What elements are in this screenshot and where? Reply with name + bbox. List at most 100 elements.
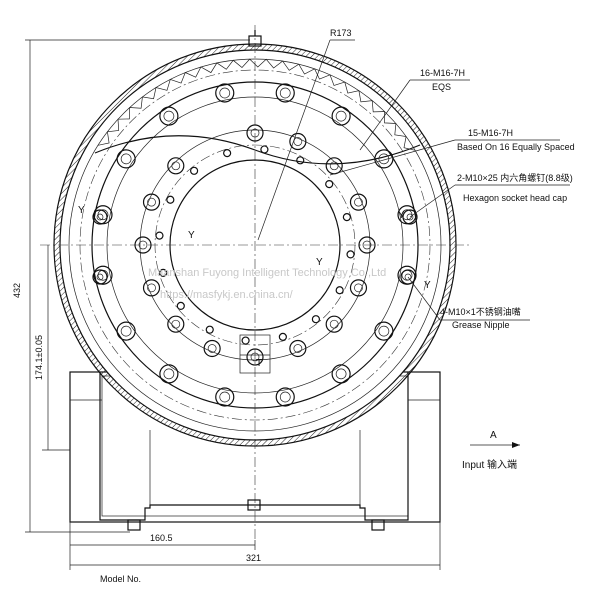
inner-bolt-hole-inner <box>329 161 339 171</box>
y-mark-center: Y <box>188 230 195 241</box>
outer-bolt-hole-inner <box>335 368 347 380</box>
small-hole <box>346 250 355 259</box>
leader-lines <box>257 39 570 321</box>
small-hole <box>260 145 269 154</box>
inner-bolt-hole-inner <box>354 197 363 207</box>
small-hole <box>205 325 214 334</box>
small-hole <box>166 195 175 204</box>
small-hole <box>241 336 250 345</box>
inner-bolt-hole <box>142 193 161 211</box>
outer-bolt-hole <box>116 321 136 341</box>
label-16-holes: 16-M16-7H <box>420 68 465 78</box>
label-screw: 2-M10×25 内六角螺钉(8.8级) <box>457 172 573 183</box>
inner-bolt-hole-inner <box>329 319 339 329</box>
inner-bolt-hole <box>246 348 264 366</box>
input-label: Input 输入端 <box>462 458 517 471</box>
inner-bolt-hole-inner <box>362 240 372 250</box>
inner-bolt-hole-inner <box>171 161 181 171</box>
small-hole <box>155 231 164 240</box>
outer-bolt-hole-inner <box>335 110 347 122</box>
watermark-company: Maanshan Fuyong Intelligent Technology C… <box>148 267 386 279</box>
inner-bolt-hole <box>167 315 185 333</box>
inner-bolt-hole <box>358 236 376 254</box>
dim-432: 432 <box>12 283 22 298</box>
footer-note: Model No. <box>100 574 141 584</box>
center-lines <box>40 25 470 540</box>
inner-bolt-hole <box>349 193 368 211</box>
inner-bolt-hole <box>289 339 307 358</box>
inner-bolt-hole <box>349 279 368 297</box>
outer-bolt-hole <box>374 149 394 169</box>
dim-321: 321 <box>246 553 261 563</box>
inner-bolt-hole <box>142 279 161 297</box>
small-hole <box>325 179 334 189</box>
label-radius: R173 <box>330 28 352 38</box>
small-hole <box>223 149 232 158</box>
small-hole <box>176 301 185 311</box>
inner-bolt-hole-inner <box>293 344 303 353</box>
outer-bolt-hole-inner <box>163 368 175 380</box>
outer-bolt-hole <box>331 364 351 384</box>
outer-bolt-hole-inner <box>279 87 291 99</box>
label-screw-note: Hexagon socket head cap <box>463 193 567 203</box>
small-hole <box>159 268 168 277</box>
outer-bolt-hole-inner <box>279 391 291 403</box>
inner-bolt-hole-inner <box>138 240 148 250</box>
outer-bolt-hole-inner <box>378 325 390 337</box>
outer-bolt-hole <box>159 106 179 126</box>
t-mark: T <box>256 358 262 369</box>
bolt-holes-inner <box>134 124 376 366</box>
t-slot <box>239 334 271 374</box>
inner-bolt-hole-inner <box>147 197 156 207</box>
small-hole <box>296 156 305 165</box>
y-mark-right-lower: Y <box>424 280 431 291</box>
dimension-lines <box>25 39 520 570</box>
outer-bolt-hole <box>159 364 179 384</box>
dim-174: 174.1±0.05 <box>34 335 44 380</box>
y-mark-right-inner: Y <box>316 257 323 268</box>
outer-bolt-hole <box>275 387 295 407</box>
inner-bolt-hole <box>134 236 152 254</box>
inner-bolt-hole <box>167 157 185 175</box>
top-nipple <box>248 30 262 47</box>
outer-bolt-hole <box>93 265 113 285</box>
label-15-holes-note: Based On 16 Equally Spaced <box>457 142 575 152</box>
inner-bolt-hole-inner <box>250 128 260 138</box>
grease-nipples <box>92 209 418 285</box>
watermark-url: https://masfykj.en.china.cn/ <box>160 289 294 301</box>
outer-bolt-hole <box>331 106 351 126</box>
label-15-holes: 15-M16-7H <box>468 128 513 138</box>
inner-bolt-hole-inner <box>207 344 217 353</box>
inner-bolt-hole-inner <box>250 352 260 362</box>
outer-bolt-hole <box>215 83 235 103</box>
inner-bolt-hole <box>325 315 343 333</box>
dim-160: 160.5 <box>150 533 173 543</box>
inner-bolt-hole <box>203 339 221 358</box>
inner-bolt-hole-inner <box>147 283 156 293</box>
view-a-label: A <box>490 430 497 441</box>
y-mark-right: Y <box>398 210 405 221</box>
label-16-holes-note: EQS <box>432 82 451 92</box>
bottom-plugs <box>127 499 385 531</box>
inner-bolt-hole <box>246 124 264 142</box>
inner-bolt-hole-inner <box>293 137 303 146</box>
small-holes <box>155 145 355 345</box>
outer-bolt-hole-inner <box>163 110 175 122</box>
outer-bolt-hole <box>116 149 136 169</box>
inner-bolt-hole <box>289 132 307 151</box>
small-hole <box>311 315 321 324</box>
small-hole <box>335 286 344 295</box>
outer-bolt-hole <box>374 321 394 341</box>
outer-bolt-hole-inner <box>219 391 231 403</box>
outer-bolt-hole-inner <box>378 153 390 165</box>
inner-bolt-hole-inner <box>171 319 181 329</box>
y-mark-left: Y <box>78 205 85 216</box>
label-nipple: 4-M10×1不锈钢油嘴 <box>440 306 521 317</box>
outer-bolt-hole <box>215 387 235 407</box>
worm-gear-teeth <box>94 58 421 165</box>
outer-bolt-hole-inner <box>219 87 231 99</box>
inner-bolt-hole-inner <box>354 283 363 293</box>
small-hole <box>189 166 199 175</box>
outer-bolt-hole-inner <box>120 153 132 165</box>
